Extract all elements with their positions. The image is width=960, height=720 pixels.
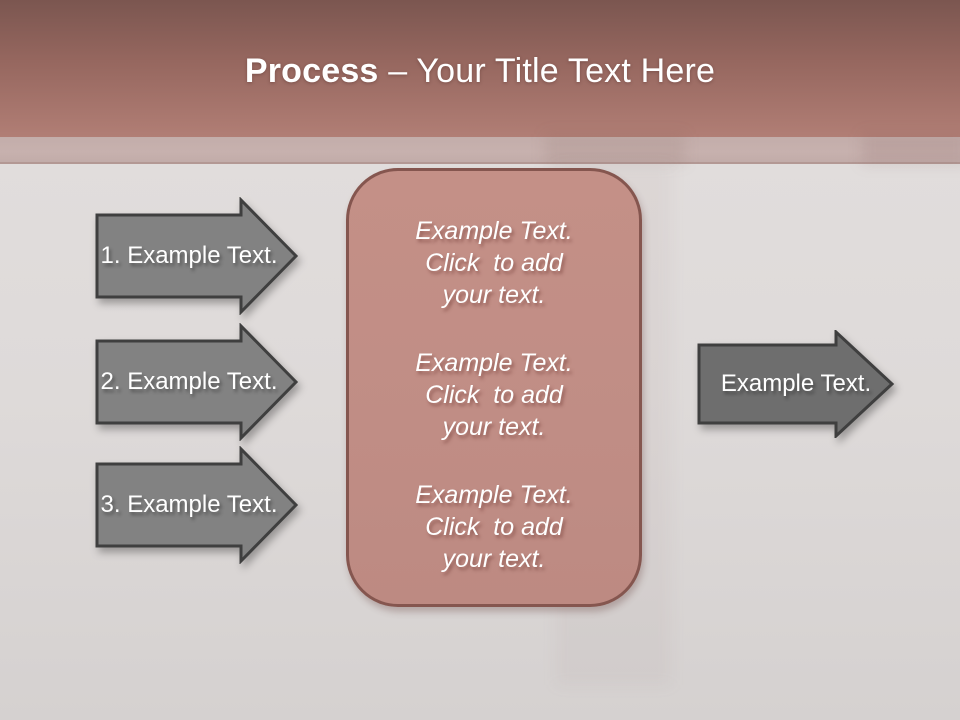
step-arrow-3-label: 3. Example Text. (100, 491, 278, 518)
text-box-line: your text. (442, 413, 546, 441)
header-banner (0, 0, 960, 137)
page-title-rest: – Your Title Text Here (388, 52, 716, 90)
text-box-line: Click to add (425, 513, 563, 541)
step-arrow-2-label: 2. Example Text. (100, 368, 278, 395)
process-text-box[interactable]: Example Text. Click to add your text. Ex… (346, 168, 642, 607)
step-arrow-1[interactable]: 1. Example Text. (95, 197, 299, 315)
text-box-line: Example Text. (415, 217, 573, 245)
text-box-line: Example Text. (415, 349, 573, 377)
text-box-line: your text. (442, 281, 546, 309)
text-box-line: your text. (442, 545, 546, 573)
step-arrow-3[interactable]: 3. Example Text. (95, 446, 299, 564)
page-title: Process – Your Title Text Here (0, 50, 960, 92)
text-box-line: Click to add (425, 381, 563, 409)
header-accent-band (0, 137, 960, 164)
step-arrow-2[interactable]: 2. Example Text. (95, 323, 299, 441)
right-arrow-shape-icon (95, 323, 299, 441)
text-box-paragraph: Example Text. Click to add your text. (367, 479, 621, 575)
right-arrow-shape-icon (95, 446, 299, 564)
step-arrow-1-label: 1. Example Text. (100, 242, 278, 269)
result-arrow-label: Example Text. (720, 370, 872, 397)
right-arrow-shape-icon (95, 197, 299, 315)
text-box-paragraph: Example Text. Click to add your text. (367, 215, 621, 311)
page-title-emphasis: Process (244, 52, 379, 90)
result-arrow[interactable]: Example Text. (697, 330, 895, 438)
text-box-paragraph: Example Text. Click to add your text. (367, 347, 621, 443)
right-arrow-shape-icon (697, 330, 895, 438)
text-box-line: Example Text. (415, 481, 573, 509)
text-box-line: Click to add (425, 249, 563, 277)
